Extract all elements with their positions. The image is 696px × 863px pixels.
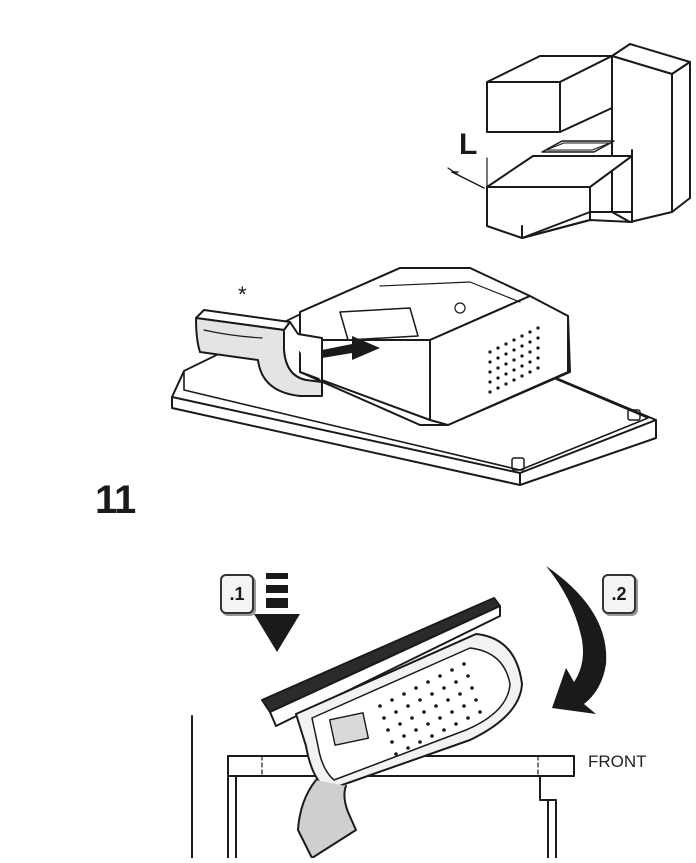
dimension-label: L	[459, 128, 478, 161]
front-label: FRONT	[588, 752, 647, 771]
insert-arrow-icon	[322, 336, 380, 360]
down-arrow-icon	[254, 573, 300, 652]
step-number: 11	[95, 478, 136, 522]
step-badge-2: .2	[602, 574, 636, 614]
housing-grille	[488, 326, 540, 394]
tilted-housing-grille	[378, 662, 482, 756]
duct-asterisk: *	[238, 282, 247, 307]
step-badge-1: .1	[220, 574, 254, 614]
top-margin-mark	[255, 26, 265, 37]
curved-arrow-icon	[546, 566, 607, 714]
kitchen-cabinets	[447, 43, 691, 239]
hob-with-duct	[171, 267, 657, 486]
worktop-install	[191, 566, 607, 859]
